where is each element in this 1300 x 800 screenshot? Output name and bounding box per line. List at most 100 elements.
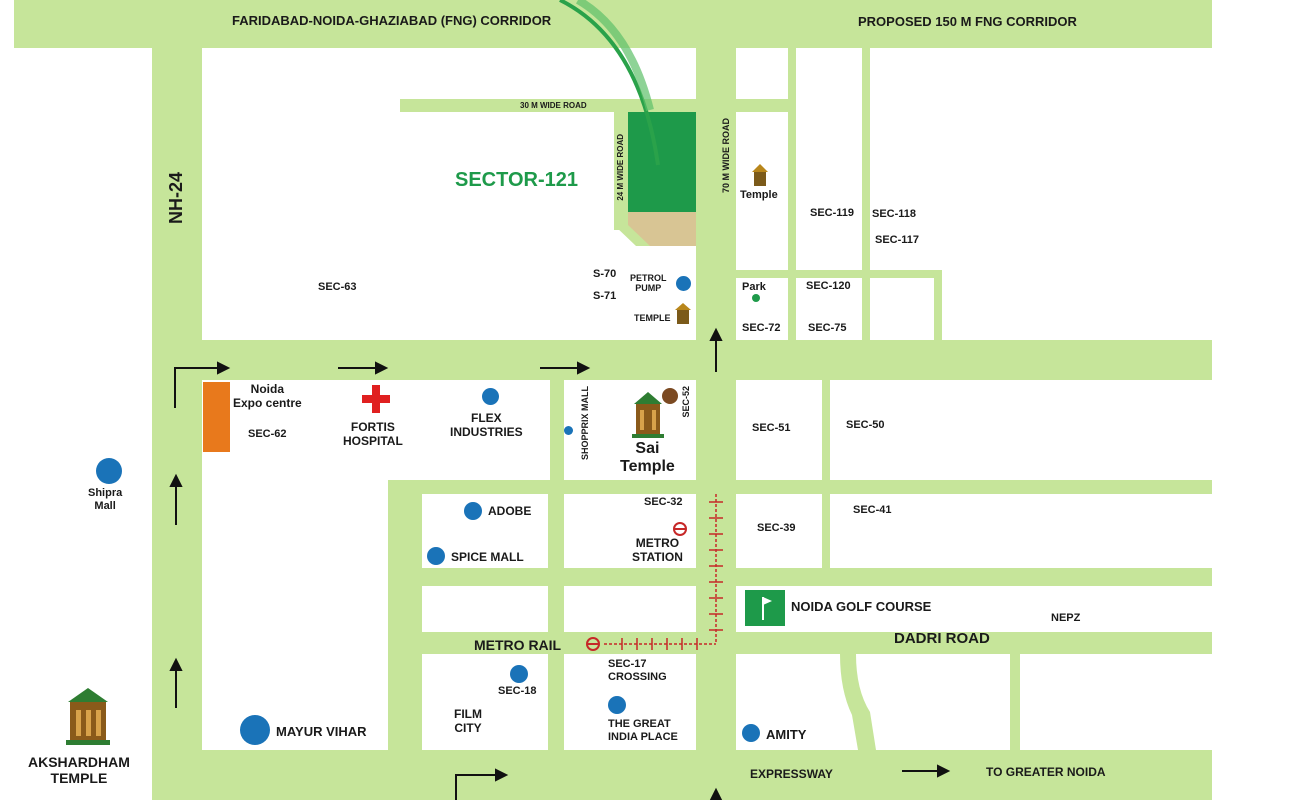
fortis-hospital-label: FORTIS HOSPITAL	[343, 420, 403, 449]
sec-32-label: SEC-32	[644, 496, 683, 508]
seventy-m-road	[696, 48, 736, 800]
temple-small-label: TEMPLE	[634, 313, 671, 323]
s-71-label: S-71	[593, 290, 617, 302]
metro-icon	[586, 522, 687, 651]
twenty-four-m-road-label: 24 M WIDE ROAD	[616, 134, 625, 201]
expo-line2: Expo centre	[233, 395, 302, 410]
sec-18-label: SEC-18	[498, 685, 537, 697]
shipra-mall-marker[interactable]	[96, 458, 122, 484]
great-india-place-marker[interactable]	[608, 696, 626, 714]
sector-121-label: SECTOR-121	[455, 169, 579, 191]
road-sec-18-west	[388, 480, 422, 750]
twenty-four-m-road	[614, 112, 628, 230]
seventy-m-road-label: 70 M WIDE ROAD	[721, 118, 731, 194]
sec-119-label: SEC-119	[810, 207, 855, 219]
shipra-line1: Shipra	[88, 487, 123, 499]
akshardham-line2: TEMPLE	[50, 770, 108, 787]
film-city-line1: FILM	[454, 707, 482, 721]
sec17-line2: CROSSING	[608, 670, 667, 683]
sai-line2: Temple	[620, 458, 675, 476]
road-shopprix-street	[388, 480, 1212, 494]
expressway-label: EXPRESSWAY	[750, 767, 833, 781]
sai-line1: Sai	[635, 440, 660, 457]
mayur-vihar-label: MAYUR VIHAR	[276, 724, 367, 739]
sec-117-label: SEC-117	[875, 234, 920, 246]
akshardham-line1: AKSHARDHAM	[28, 754, 130, 770]
flex-line1: FLEX	[471, 411, 502, 425]
flex-industries-marker[interactable]	[482, 388, 499, 405]
mayur-vihar-marker[interactable]	[240, 715, 270, 745]
road-sec-118-left	[862, 48, 870, 340]
sec-118-label: SEC-118	[872, 208, 917, 220]
sec-51-label: SEC-51	[752, 422, 791, 434]
sai-temple-marker[interactable]	[662, 388, 678, 404]
road-sec-120-top	[736, 270, 942, 278]
adobe-label: ADOBE	[488, 504, 532, 518]
petrol-pump-line2: PUMP	[635, 283, 662, 294]
expressway-road	[152, 750, 1212, 800]
road-sec-50-left	[822, 380, 830, 480]
sec-52-label: SEC-52	[681, 386, 691, 418]
spice-mall-label: SPICE MALL	[451, 550, 524, 564]
thirty-m-road	[400, 99, 696, 112]
temple-icon	[66, 688, 110, 745]
dadri-road-label: DADRI ROAD	[894, 630, 990, 647]
red-cross-icon	[362, 385, 390, 413]
petrol-pump-label: PETROL PUMP	[630, 273, 667, 294]
road-adobe-right	[548, 494, 564, 750]
sec-120-label: SEC-120	[806, 280, 851, 292]
temple-icon	[675, 164, 768, 324]
greater-noida-label: TO GREATER NOIDA	[986, 765, 1106, 779]
temple-icon	[632, 392, 664, 438]
flex-industries-label: FLEX INDUSTRIES	[450, 411, 523, 440]
sec-75-label: SEC-75	[808, 322, 847, 334]
sec-18-marker[interactable]	[510, 665, 528, 683]
petrol-pump-marker[interactable]	[676, 276, 691, 291]
gip-line1: THE GREAT	[608, 718, 671, 730]
amity-label: AMITY	[766, 727, 807, 742]
gip-line2: INDIA PLACE	[608, 731, 678, 744]
expo-centre-label: Noida Expo centre	[233, 382, 302, 411]
road-sec-75-right	[934, 270, 942, 340]
amity-marker[interactable]	[742, 724, 760, 742]
spice-mall-marker[interactable]	[427, 547, 445, 565]
sec-17-crossing-label: SEC-17 CROSSING	[608, 658, 667, 683]
nh24-label: NH-24	[166, 172, 186, 225]
flex-line2: INDUSTRIES	[450, 424, 523, 439]
sec-62-label: SEC-62	[248, 428, 287, 440]
diagonal-road	[840, 654, 876, 750]
road-sec-41-left	[822, 490, 830, 570]
road-sec-119-left	[788, 48, 796, 340]
golf-flag-icon	[745, 590, 785, 626]
shipra-mall-label: Shipra Mall	[88, 487, 122, 512]
sec17-line1: SEC-17	[608, 658, 647, 670]
fortis-line2: HOSPITAL	[343, 433, 403, 448]
s-70-label: S-70	[593, 268, 617, 280]
metro-rail-label: METRO RAIL	[474, 637, 562, 653]
sec-39-label: SEC-39	[757, 522, 796, 534]
road-spice-bottom	[388, 568, 1212, 586]
shipra-line2: Mall	[94, 499, 116, 512]
film-city-label: FILM CITY	[454, 707, 482, 736]
expo-line1: Noida	[250, 382, 285, 396]
park-label: Park	[742, 281, 766, 293]
adobe-marker[interactable]	[464, 502, 482, 520]
main-east-west-road	[152, 340, 1212, 380]
green-curve	[559, 0, 660, 166]
thirty-m-road-east	[736, 99, 788, 112]
park-marker[interactable]	[752, 294, 760, 302]
temple-top-label: Temple	[740, 189, 778, 201]
metro-station-line2: STATION	[632, 549, 683, 564]
sec-63-label: SEC-63	[318, 281, 357, 293]
road-sec-18-right	[1010, 654, 1020, 750]
shopprix-mall-marker[interactable]	[564, 426, 573, 435]
sec-72-label: SEC-72	[742, 322, 781, 334]
fng-corridor-label: FARIDABAD-NOIDA-GHAZIABAD (FNG) CORRIDOR	[232, 13, 552, 28]
arrow-icon	[169, 327, 951, 800]
proposed-corridor-label: PROPOSED 150 M FNG CORRIDOR	[858, 14, 1077, 29]
shopprix-mall-label: SHOPPRIX MALL	[580, 386, 590, 461]
sand-area	[628, 212, 696, 246]
golf-course-label: NOIDA GOLF COURSE	[791, 599, 932, 614]
